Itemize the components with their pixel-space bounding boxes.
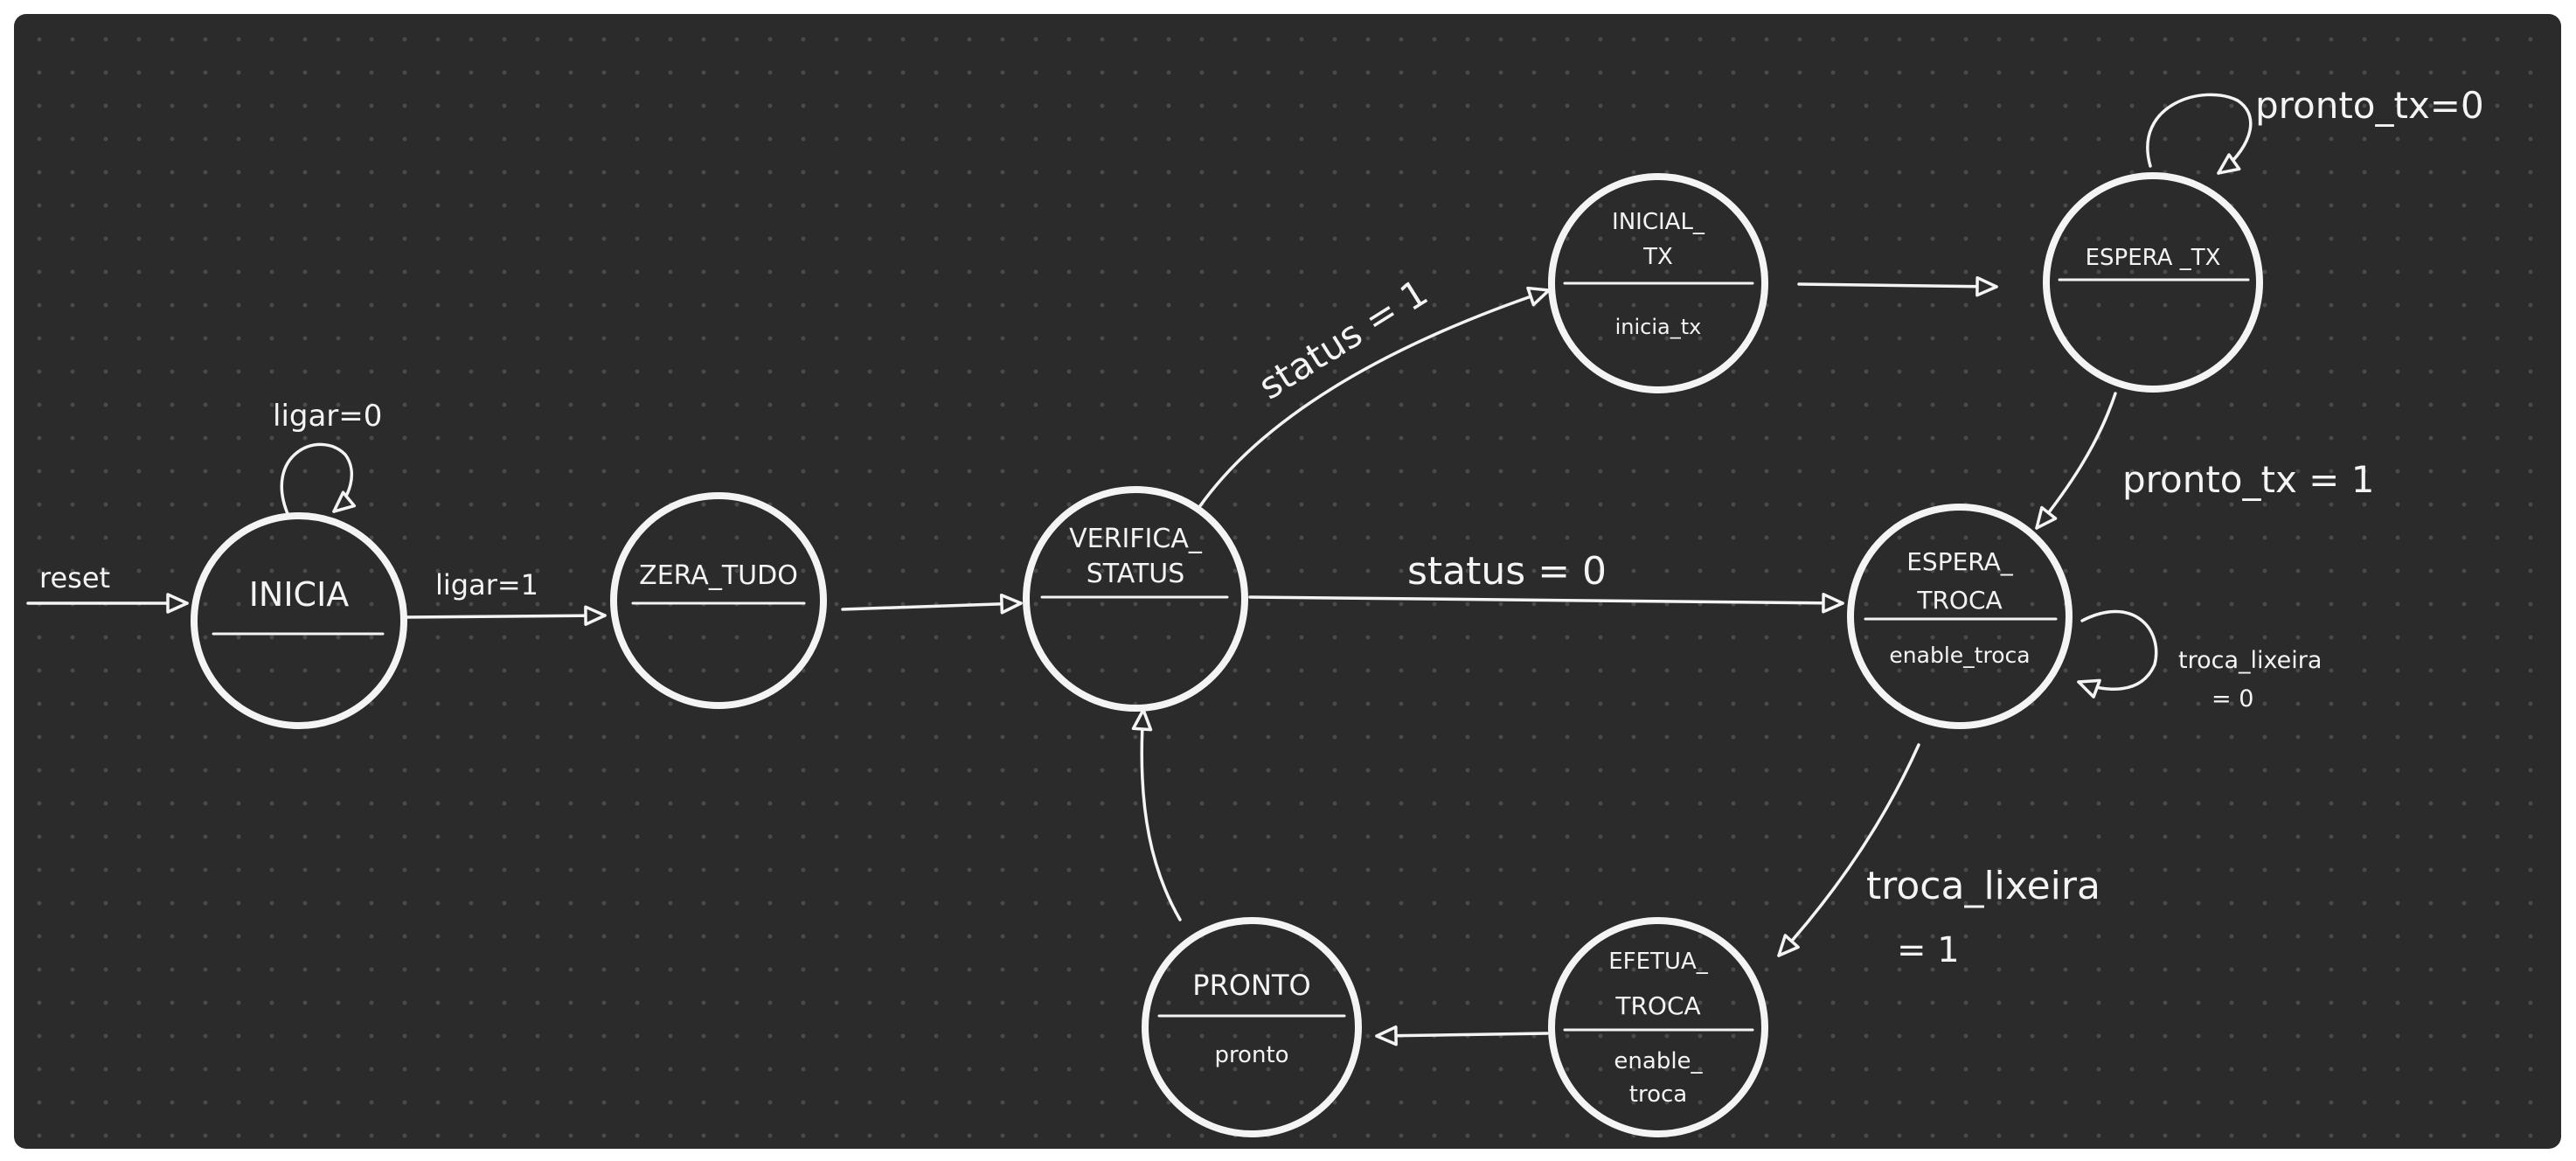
state-inicia: INICIA <box>191 512 407 729</box>
transition-status-1: status = 1 <box>1198 271 1551 509</box>
state-output: inicia_tx <box>1615 315 1702 339</box>
state-name: PRONTO <box>1192 969 1310 1002</box>
transition-label-line1: troca_lixeira <box>2178 647 2322 674</box>
state-name-line1: INICIAL_ <box>1612 209 1705 235</box>
state-inicial-tx: INICIAL_ TX inicia_tx <box>1548 173 1768 393</box>
transition-label-line2: = 1 <box>1897 930 1960 970</box>
transition-label: ligar=1 <box>435 568 538 601</box>
state-name-line2: STATUS <box>1087 559 1185 589</box>
state-pronto: PRONTO pronto <box>1142 917 1362 1137</box>
state-output-line2: troca <box>1629 1081 1687 1108</box>
state-name-line1: VERIFICA_ <box>1069 524 1203 554</box>
transition-ligar-0: ligar=0 <box>273 399 382 518</box>
transition-label: reset <box>39 561 110 594</box>
state-espera-troca: ESPERA_ TROCA enable_troca <box>1847 504 2073 729</box>
transition-label-line1: troca_lixeira <box>1866 864 2100 908</box>
state-efetua-troca: EFETUA_ TROCA enable_ troca <box>1548 917 1768 1137</box>
state-name-line2: TROCA <box>1916 586 2002 615</box>
state-name-line1: ESPERA_ <box>1906 547 2014 576</box>
state-name-line1: EFETUA_ <box>1608 949 1709 975</box>
transition-troca-lixeira-0: troca_lixeira = 0 <box>2077 609 2322 713</box>
transition-inicial-to-espera-tx <box>1797 275 1998 297</box>
state-output-line1: enable_ <box>1614 1048 1703 1074</box>
transition-ligar-1: ligar=1 <box>402 568 607 626</box>
transition-label: pronto_tx = 1 <box>2122 458 2374 501</box>
transition-zera-to-verifica <box>841 594 1023 615</box>
transition-label: status = 0 <box>1407 549 1607 594</box>
transition-pronto-tx-0: pronto_tx=0 <box>2146 84 2484 175</box>
transition-pronto-tx-1: pronto_tx = 1 <box>2035 392 2374 530</box>
transition-label: ligar=0 <box>273 399 382 434</box>
state-name-line2: TROCA <box>1614 991 1700 1020</box>
transition-status-0: status = 0 <box>1248 549 1844 614</box>
transition-pronto-to-verifica <box>1131 708 1182 921</box>
transition-reset: reset <box>26 561 189 614</box>
state-name: ZERA_TUDO <box>639 560 798 591</box>
transition-label: status = 1 <box>1251 271 1435 408</box>
state-output: pronto <box>1214 1042 1288 1068</box>
whiteboard-canvas <box>14 14 2561 1149</box>
transition-troca-lixeira-1: troca_lixeira = 1 <box>1777 743 2100 970</box>
state-name-line2: TX <box>1642 244 1673 270</box>
state-zera-tudo: ZERA_TUDO <box>610 492 827 709</box>
state-output: enable_troca <box>1889 643 2030 668</box>
transition-efetua-to-pronto <box>1375 1025 1549 1046</box>
transition-label: pronto_tx=0 <box>2255 84 2484 127</box>
state-verifica-status: VERIFICA_ STATUS <box>1023 486 1248 712</box>
state-name: ESPERA _TX <box>2086 245 2221 271</box>
state-name: INICIA <box>249 575 350 614</box>
state-espera-tx: ESPERA _TX <box>2043 172 2263 393</box>
transition-label-line2: = 0 <box>2211 685 2253 713</box>
